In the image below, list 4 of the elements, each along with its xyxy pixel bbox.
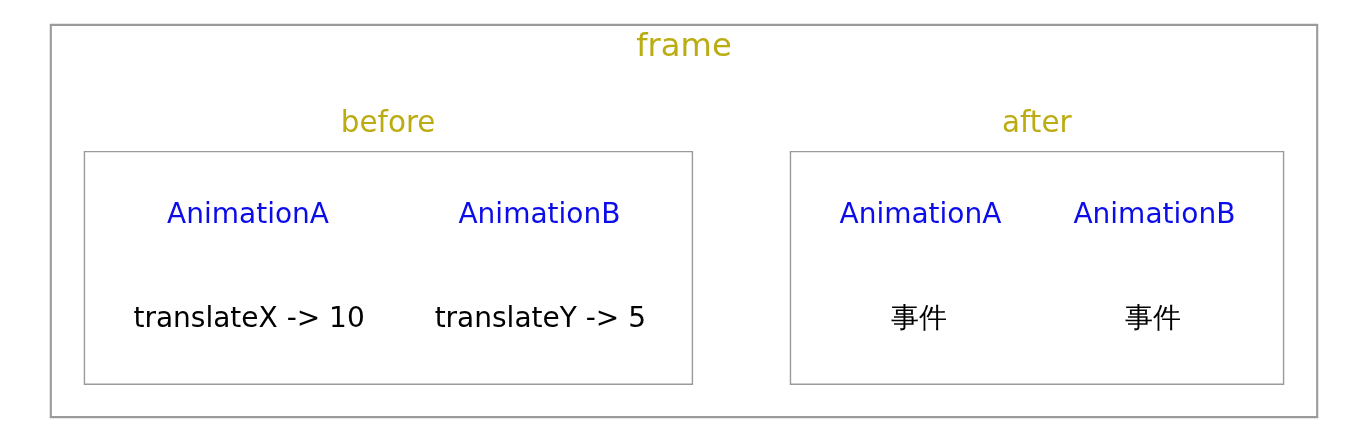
node-label: after	[1002, 104, 1072, 139]
node-box: AnimationA AnimationB 事件 事件	[789, 150, 1285, 385]
node-label: before	[340, 104, 436, 139]
node-box: AnimationA AnimationB translateX -> 10 translateY -> 5	[83, 150, 694, 385]
